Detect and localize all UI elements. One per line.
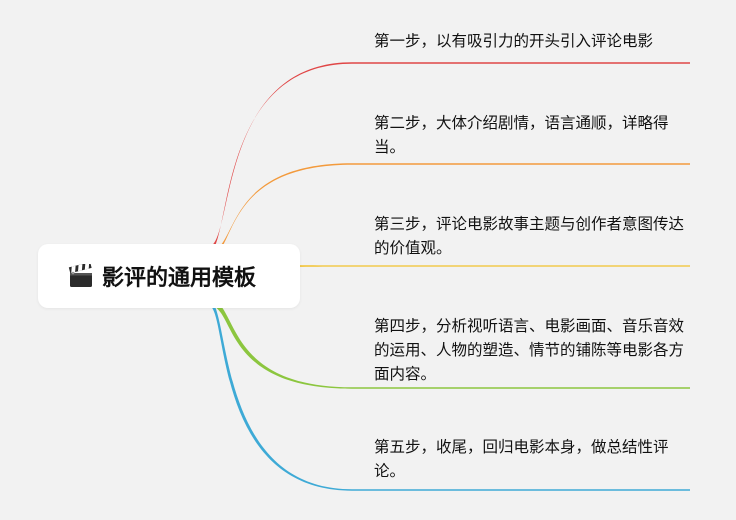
clapperboard-icon <box>68 262 94 288</box>
branch-step-2-text[interactable]: 第二步，大体介绍剧情，语言通顺，详略得当。 <box>374 114 669 156</box>
branch-step-4-text[interactable]: 第四步，分析视听语言、电影画面、音乐音效的运用、人物的塑造、情节的铺陈等电影各方… <box>374 317 685 383</box>
branch-connector-1 <box>208 62 352 253</box>
root-node[interactable]: 影评的通用模板 <box>38 244 300 308</box>
root-title: 影评的通用模板 <box>102 266 257 291</box>
branch-step-1-text[interactable]: 第一步，以有吸引力的开头引入评论电影 <box>374 32 654 50</box>
branch-step-3-text[interactable]: 第三步，评论电影故事主题与创作者意图传达的价值观。 <box>374 215 685 257</box>
branch-step-5-text[interactable]: 第五步，收尾，回归电影本身，做总结性评论。 <box>374 438 669 480</box>
